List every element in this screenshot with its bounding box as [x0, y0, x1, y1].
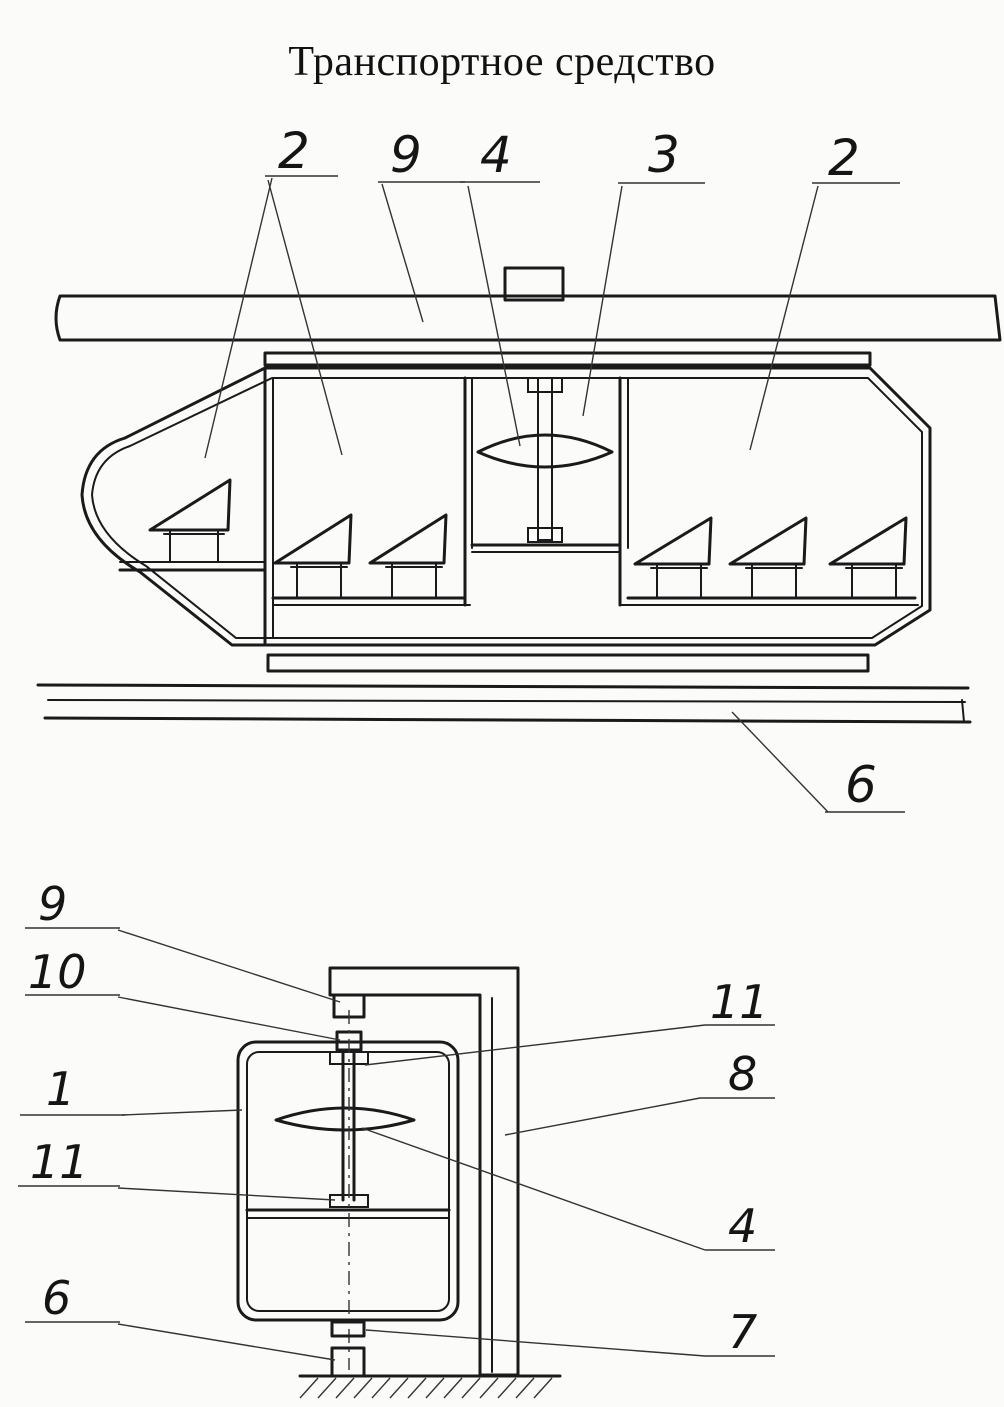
- label-6-top: 6: [845, 756, 877, 814]
- label-9-section: 9: [38, 877, 67, 931]
- label-11-upper: 11: [710, 975, 769, 1029]
- wing-blade: [476, 433, 614, 469]
- label-10: 10: [28, 945, 87, 999]
- cross-section-view: 9 10 1 11 6 11 8 4 7: [18, 877, 775, 1399]
- label-4-top: 4: [480, 126, 512, 184]
- seat: [633, 516, 713, 599]
- top-view: 2 9 4 3 2 6: [36, 122, 1002, 814]
- compartment-walls: [118, 366, 919, 647]
- section-wing: [274, 1106, 416, 1132]
- ground-support: [330, 1346, 366, 1378]
- label-7: 7: [728, 1305, 757, 1359]
- section-leaders: [18, 927, 775, 1361]
- seats: [148, 478, 908, 599]
- ground-hatch: [298, 1374, 562, 1399]
- label-11-lower: 11: [30, 1135, 89, 1189]
- label-1: 1: [46, 1062, 75, 1116]
- seat: [273, 513, 353, 599]
- lower-bearing: [330, 1320, 366, 1338]
- cabin-section: [236, 1040, 460, 1322]
- label-3: 3: [648, 126, 680, 184]
- ground-rail: [36, 683, 972, 724]
- label-6-section: 6: [42, 1271, 71, 1325]
- label-2-right: 2: [828, 129, 860, 187]
- seat: [828, 516, 908, 599]
- cabin-roof: [263, 351, 872, 370]
- page-title: Транспортное средство: [288, 39, 716, 85]
- seat: [148, 478, 232, 563]
- support-frame: [328, 966, 520, 1377]
- label-9-top: 9: [390, 126, 422, 184]
- section-shaft: [274, 1010, 416, 1370]
- rotor-shaft: [476, 377, 614, 543]
- seat: [728, 516, 808, 599]
- label-8: 8: [728, 1047, 757, 1101]
- seat: [368, 513, 448, 599]
- overhead-rail: [54, 266, 1002, 342]
- label-4-section: 4: [728, 1199, 757, 1253]
- label-2-left: 2: [278, 122, 310, 180]
- top-leaders: [204, 175, 905, 813]
